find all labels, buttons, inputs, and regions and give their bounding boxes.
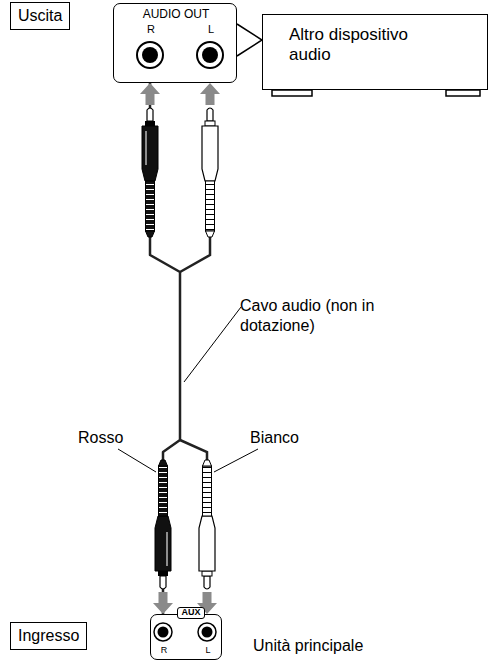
device-foot bbox=[272, 90, 312, 96]
node-title: AUDIO OUT bbox=[114, 8, 238, 21]
rca-plug-white bbox=[199, 460, 215, 589]
label-box: Ingresso bbox=[10, 622, 87, 650]
leader-line bbox=[184, 307, 241, 382]
part-label: Unità principale bbox=[253, 636, 363, 656]
node-title: Altro dispositivo audio bbox=[289, 25, 439, 65]
jack-panel: AUDIO OUT R L bbox=[113, 3, 237, 83]
jack-label: L bbox=[201, 23, 221, 35]
jack-label: R bbox=[154, 646, 174, 656]
rca-jack bbox=[154, 623, 216, 641]
rca-plug-white bbox=[202, 108, 218, 237]
insert-arrow bbox=[200, 83, 220, 105]
label-box: Uscita bbox=[10, 2, 70, 30]
rca-plug-red bbox=[142, 108, 158, 237]
part-label: Rosso bbox=[78, 428, 123, 448]
leader-line bbox=[118, 449, 156, 472]
part-label: Bianco bbox=[250, 428, 299, 448]
device-foot bbox=[446, 90, 480, 96]
node-title: AUX bbox=[177, 607, 205, 619]
cable-wire bbox=[180, 237, 210, 272]
cable-wire bbox=[180, 440, 207, 462]
node-title: Ingresso bbox=[18, 626, 79, 646]
callout-tail bbox=[237, 24, 262, 56]
jack-label: R bbox=[141, 23, 161, 35]
rca-jack bbox=[137, 42, 223, 68]
device-box: Altro dispositivo audio bbox=[262, 14, 488, 90]
jack-label: L bbox=[198, 646, 218, 656]
rca-plug-red bbox=[155, 460, 171, 589]
leader-line bbox=[214, 449, 258, 472]
cable-callout: Cavo audio (non in dotazione) bbox=[240, 296, 400, 336]
node-title: Uscita bbox=[18, 6, 62, 26]
jack-panel: AUXRL bbox=[150, 614, 222, 660]
